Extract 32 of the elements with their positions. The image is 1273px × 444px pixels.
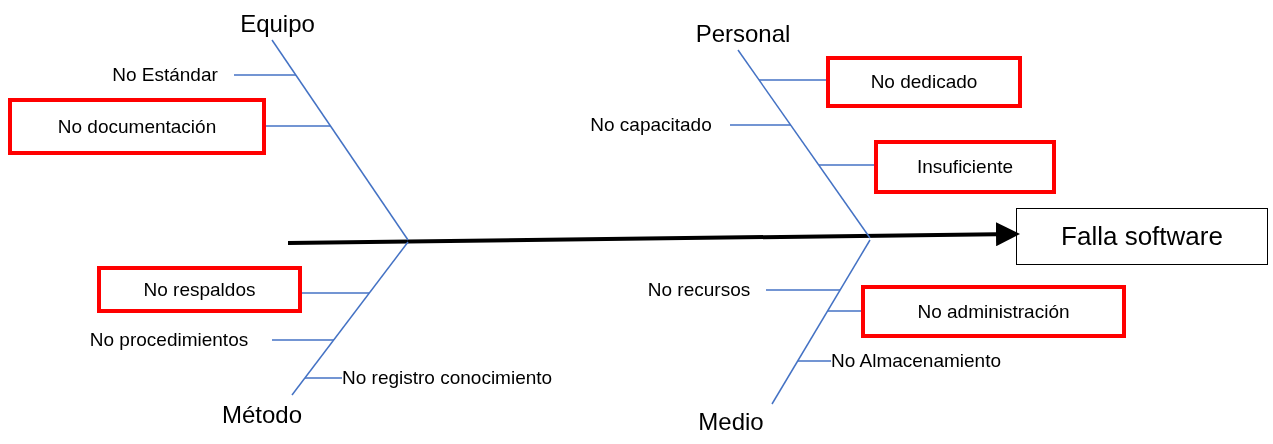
bone-line	[291, 241, 409, 396]
leader-line	[265, 125, 331, 127]
cause-label: No Almacenamiento	[831, 348, 1053, 374]
cause-label: No registro conocimiento	[342, 365, 610, 391]
bone-line	[737, 49, 871, 239]
leader-line	[729, 124, 792, 126]
cause-label: No recursos	[632, 277, 766, 303]
leader-line	[758, 79, 827, 81]
arrow	[287, 222, 1020, 247]
leader-line	[827, 310, 862, 312]
cause-box: Insuficiente	[874, 140, 1056, 194]
category-label: Medio	[688, 404, 774, 440]
leader-line	[797, 360, 832, 362]
category-label: Método	[210, 395, 314, 435]
leader-line	[818, 164, 875, 166]
cause-label: No Estándar	[96, 62, 234, 88]
leader-line	[304, 377, 343, 379]
leader-line	[271, 339, 335, 341]
category-label: Personal	[683, 18, 803, 50]
leader-line	[233, 74, 297, 76]
bone-line	[271, 39, 409, 241]
bone-line	[771, 239, 871, 405]
cause-box: No dedicado	[826, 56, 1022, 108]
leader-line	[301, 292, 370, 294]
cause-label: No procedimientos	[66, 327, 272, 353]
cause-label: No capacitado	[572, 112, 730, 138]
cause-box: No administración	[861, 285, 1126, 338]
cause-box: No documentación	[8, 98, 266, 155]
cause-box: No respaldos	[97, 266, 302, 313]
effect-box: Falla software	[1016, 208, 1268, 265]
leader-line	[765, 289, 841, 291]
category-label: Equipo	[230, 8, 325, 40]
